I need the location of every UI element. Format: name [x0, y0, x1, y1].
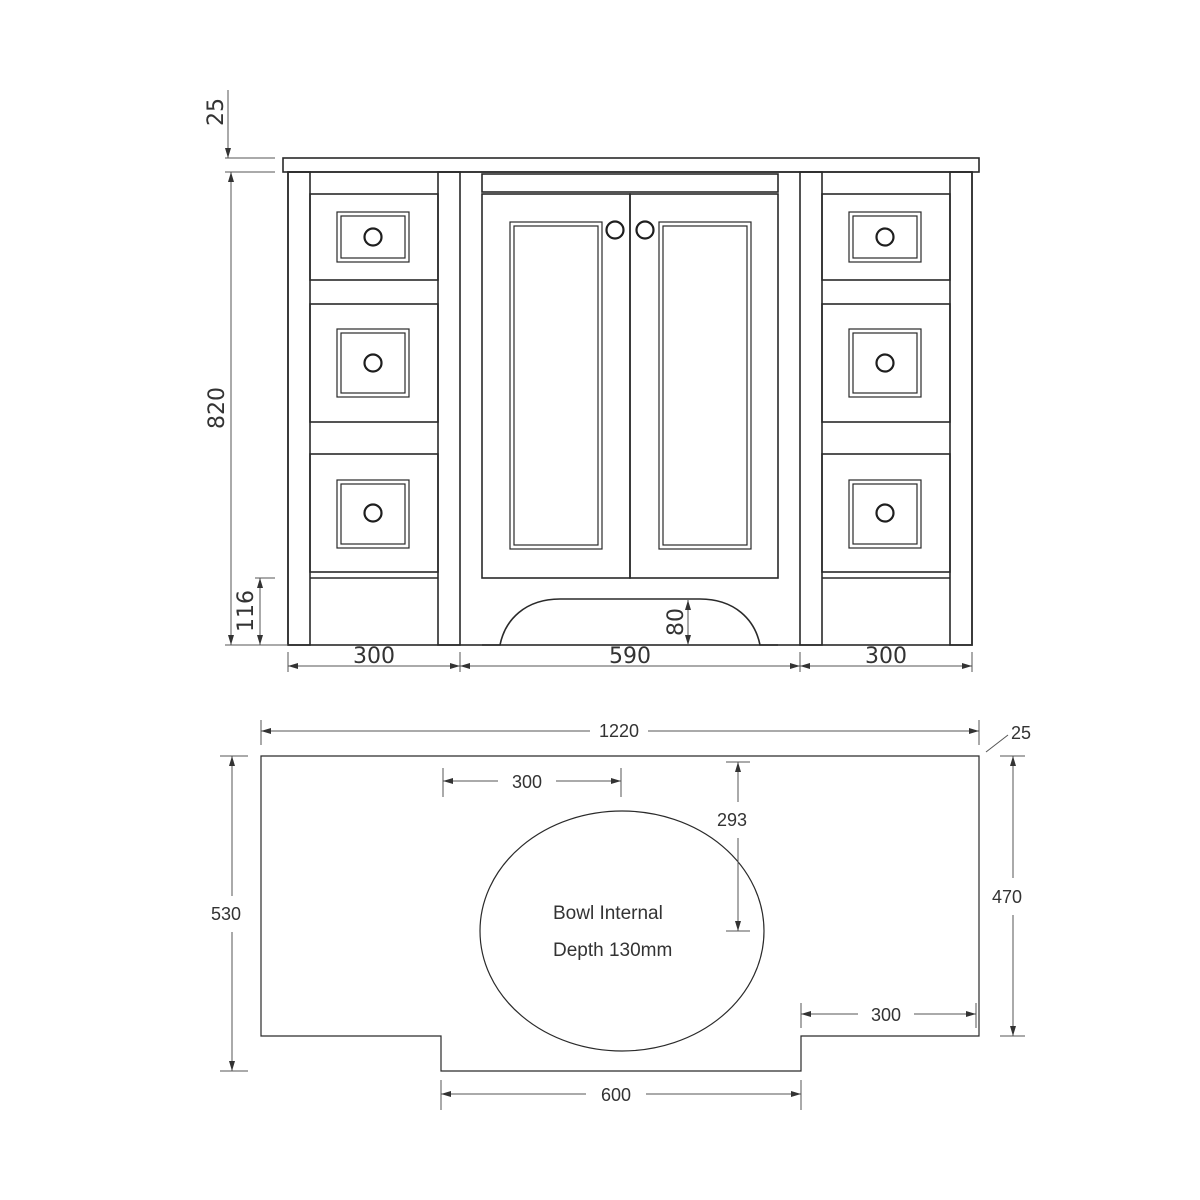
drawer-panel — [848, 479, 922, 549]
drawer-front — [309, 453, 439, 573]
top-rail — [481, 173, 779, 193]
label-side-depth: 470 — [992, 887, 1022, 907]
drawer-panel-inner — [340, 483, 406, 545]
label-left-width: 300 — [353, 644, 395, 669]
label-arch-height: 80 — [664, 608, 689, 636]
right-outer-stile — [949, 171, 973, 646]
drawer-knob — [875, 227, 895, 247]
label-overall-depth: 530 — [211, 904, 241, 924]
drawer-panel — [848, 328, 922, 398]
drawer-panel — [848, 211, 922, 263]
label-top-thickness: 25 — [204, 98, 229, 126]
label-side-width: 300 — [871, 1005, 901, 1025]
right-door — [629, 193, 779, 579]
label-bowl-offset: 300 — [512, 772, 542, 792]
center-cupboard — [481, 173, 779, 646]
drawer-panel-inner — [340, 215, 406, 259]
label-center-width: 600 — [601, 1085, 631, 1105]
drawer-knob — [875, 353, 895, 373]
front-elevation: 25 820 116 80 — [204, 90, 980, 672]
drawer-front — [309, 193, 439, 281]
label-right-width: 300 — [865, 644, 907, 669]
drawer-panel — [336, 328, 410, 398]
bowl-note-line2: Depth 130mm — [553, 940, 672, 961]
label-bowl-to-edge: 293 — [717, 810, 747, 830]
dim-bowl-offset: 300 — [442, 768, 622, 797]
countertop-slab — [282, 157, 980, 173]
top-plan-view: Bowl Internal Depth 130mm 1220 25 530 — [211, 720, 1031, 1110]
drawer-front — [821, 303, 951, 423]
arched-plinth — [482, 598, 778, 646]
drawer-knob — [363, 353, 383, 373]
door-knob-right — [635, 220, 655, 240]
drawer-panel-inner — [340, 332, 406, 394]
dim-center-width: 600 — [440, 1080, 802, 1110]
right-door-panel — [658, 221, 752, 550]
dim-overall-depth: 530 — [211, 755, 248, 1072]
drawer-front — [821, 193, 951, 281]
dim-bowl-to-edge: 293 — [717, 761, 750, 932]
drawer-panel-inner — [852, 215, 918, 259]
dim-arch-height: 80 — [664, 600, 691, 645]
drawer-knob — [363, 227, 383, 247]
bowl-note-line1: Bowl Internal — [553, 903, 663, 924]
right-drawer-stack — [821, 193, 951, 579]
dim-overhang: 25 — [985, 723, 1031, 753]
bowl-outline — [479, 810, 765, 1052]
dim-side-width: 300 — [800, 1003, 977, 1028]
dim-overall-width: 1220 — [260, 720, 980, 745]
door-knob-left — [605, 220, 625, 240]
left-drawer-stack — [309, 193, 439, 579]
dim-plinth-height: 116 — [234, 577, 275, 645]
left-door-panel — [509, 221, 603, 550]
label-height: 820 — [205, 387, 230, 429]
dim-top-thickness: 25 — [204, 90, 275, 173]
drawer-panel — [336, 479, 410, 549]
left-door-panel-inner — [513, 225, 599, 546]
dim-front-widths: 300 590 300 — [287, 644, 973, 672]
drawer-front — [309, 303, 439, 423]
drawer-knob — [363, 503, 383, 523]
dim-side-depth: 470 — [992, 755, 1025, 1037]
drawer-panel — [336, 211, 410, 263]
drawer-front — [821, 453, 951, 573]
label-overall-width: 1220 — [599, 721, 639, 741]
label-center-width: 590 — [609, 644, 651, 669]
right-inner-stile — [799, 171, 823, 646]
drawer-panel-inner — [852, 483, 918, 545]
left-inner-stile — [437, 171, 461, 646]
drawer-panel-inner — [852, 332, 918, 394]
left-outer-stile — [287, 171, 311, 646]
drawer-knob — [875, 503, 895, 523]
dim-height: 820 — [205, 172, 288, 646]
left-door — [481, 193, 631, 579]
countertop-outline — [260, 755, 980, 1072]
right-door-panel-inner — [662, 225, 748, 546]
label-overhang: 25 — [1011, 723, 1031, 743]
label-plinth-height: 116 — [234, 590, 259, 632]
